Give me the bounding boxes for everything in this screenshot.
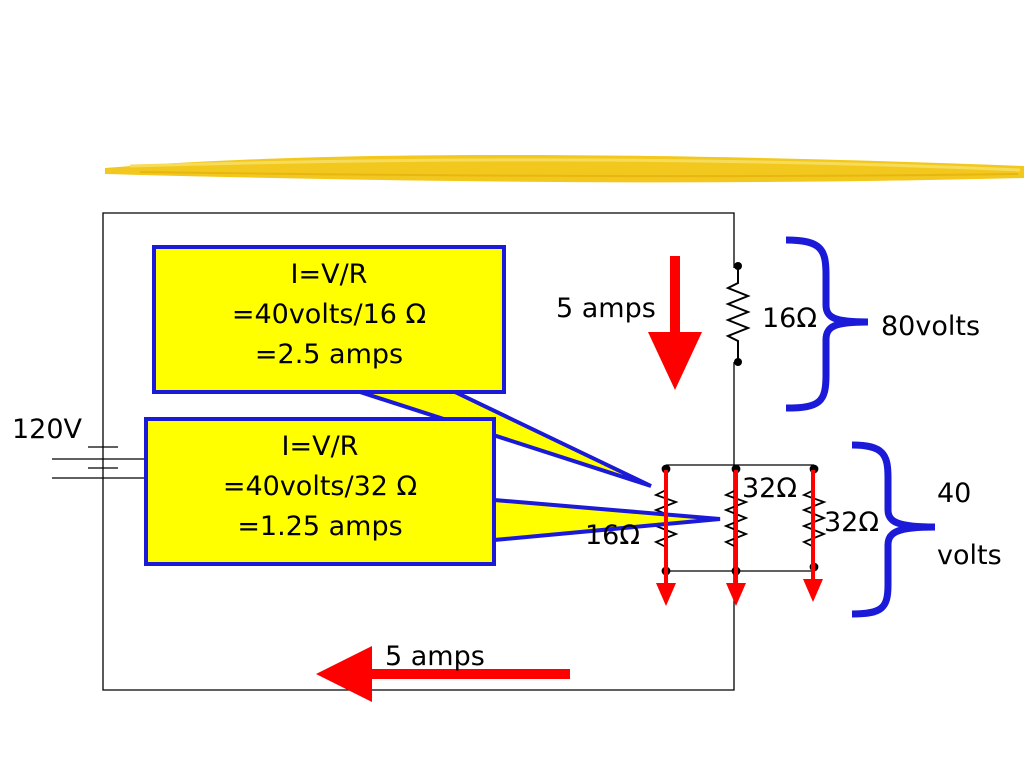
branch-arrow-middle (726, 470, 746, 606)
parallel-resistor-label-3: 32Ω (824, 507, 879, 538)
top-current-label: 5 amps (556, 293, 656, 324)
parallel-voltage-label-line2: volts (937, 540, 1002, 571)
callout-box-32-ohm: I=V/R =40volts/32 Ω =1.25 amps (144, 417, 496, 566)
brace-80-volts (785, 236, 869, 412)
top-current-arrow (648, 256, 702, 390)
circuit-wires (102, 212, 814, 691)
resistor-16-ohm-top (725, 262, 751, 366)
bottom-current-label: 5 amps (385, 641, 485, 672)
title-banner-stroke (105, 154, 1024, 183)
callout-box-16-ohm: I=V/R =40volts/16 Ω =2.5 amps (152, 245, 506, 394)
battery-icon (52, 446, 150, 479)
source-voltage-label: 120V (12, 414, 83, 445)
callout-1-line-1: I=V/R (290, 259, 368, 290)
bottom-current-arrow (316, 646, 570, 702)
branch-arrow-left (656, 470, 676, 606)
callout-1-line-3: =2.5 amps (254, 339, 404, 370)
current-arrows (316, 256, 823, 702)
parallel-voltage-label-line1: 40 (937, 478, 972, 509)
parallel-resistor-label-1: 16Ω (585, 520, 640, 551)
top-voltage-label: 80volts (881, 311, 981, 342)
top-resistor-label: 16Ω (762, 303, 817, 334)
main-loop-wire (102, 212, 735, 691)
brace-40-volts (851, 441, 936, 618)
callout-2-line-3: =1.25 amps (237, 511, 403, 542)
branch-arrow-right (803, 470, 823, 602)
callout-2-line-2: =40volts/32 Ω (222, 471, 418, 502)
callout-2-line-1: I=V/R (281, 431, 359, 462)
callout-1-line-2: =40volts/16 Ω (231, 299, 427, 330)
parallel-resistor-label-2: 32Ω (742, 473, 797, 504)
